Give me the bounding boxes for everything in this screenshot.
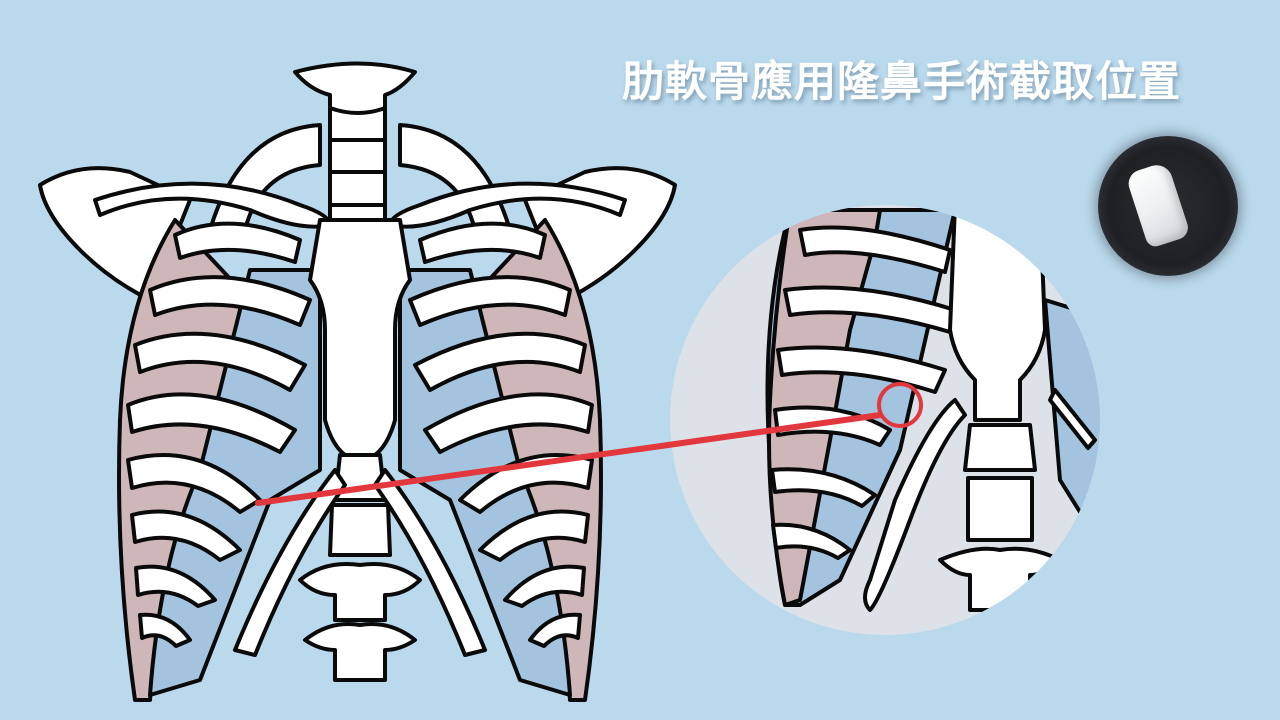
magnifier-view — [670, 205, 1100, 635]
diagram-title: 肋軟骨應用隆鼻手術截取位置 — [622, 57, 1182, 106]
pointer-line — [255, 412, 883, 506]
harvest-site-marker — [255, 382, 923, 506]
target-circle-icon — [877, 382, 923, 428]
cartilage-photo — [1098, 136, 1238, 276]
main-rib-cage — [38, 61, 677, 702]
